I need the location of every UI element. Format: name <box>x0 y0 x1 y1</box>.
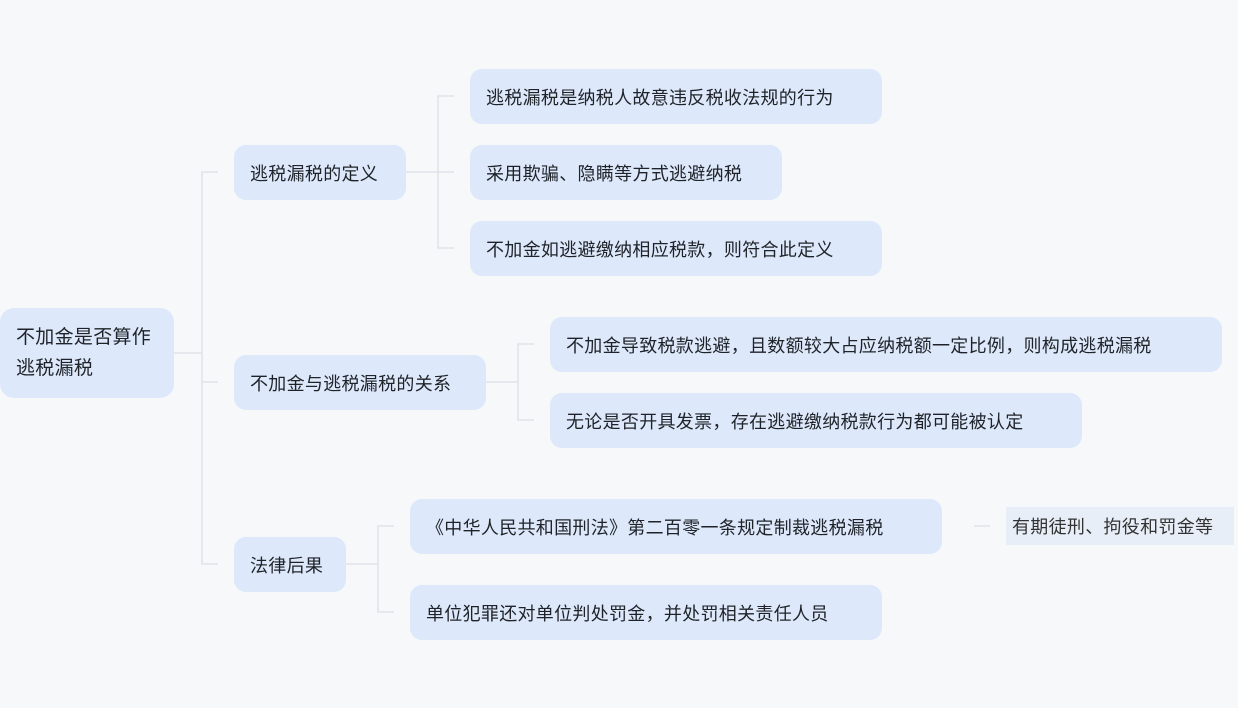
branch-label: 不加金与逃税漏税的关系 <box>250 373 452 395</box>
leaf-node-legal-1[interactable]: 《中华人民共和国刑法》第二百零一条规定制裁逃税漏税 <box>410 499 942 554</box>
leaf-label: 无论是否开具发票，存在逃避缴纳税款行为都可能被认定 <box>566 411 1024 433</box>
subleaf-node-penalties[interactable]: 有期徒刑、拘役和罚金等 <box>1006 507 1234 545</box>
connector-branch-1-trunk <box>437 95 454 249</box>
branch-node-relationship[interactable]: 不加金与逃税漏税的关系 <box>234 355 486 410</box>
leaf-label: 《中华人民共和国刑法》第二百零一条规定制裁逃税漏税 <box>426 517 884 539</box>
connector-branch-2-trunk <box>517 343 534 421</box>
branch-label: 逃税漏税的定义 <box>250 163 379 185</box>
root-topic-node[interactable]: 不加金是否算作逃税漏税 <box>0 308 174 398</box>
leaf-label: 单位犯罪还对单位判处罚金，并处罚相关责任人员 <box>426 603 829 625</box>
branch-label: 法律后果 <box>250 555 324 577</box>
branch-node-legal-consequences[interactable]: 法律后果 <box>234 537 346 592</box>
leaf-node-legal-2[interactable]: 单位犯罪还对单位判处罚金，并处罚相关责任人员 <box>410 585 882 640</box>
leaf-node-relationship-2[interactable]: 无论是否开具发票，存在逃避缴纳税款行为都可能被认定 <box>550 393 1082 448</box>
leaf-node-definition-1[interactable]: 逃税漏税是纳税人故意违反税收法规的行为 <box>470 69 882 124</box>
connector-branch-3-trunk <box>377 525 394 613</box>
leaf-node-definition-3[interactable]: 不加金如逃避缴纳相应税款，则符合此定义 <box>470 221 882 276</box>
connector-root-trunk <box>201 171 218 565</box>
leaf-label: 采用欺骗、隐瞒等方式逃避纳税 <box>486 163 743 185</box>
leaf-label: 不加金导致税款逃避，且数额较大占应纳税额一定比例，则构成逃税漏税 <box>566 335 1152 357</box>
leaf-label: 不加金如逃避缴纳相应税款，则符合此定义 <box>486 239 834 261</box>
branch-node-definition[interactable]: 逃税漏税的定义 <box>234 145 406 200</box>
subleaf-label: 有期徒刑、拘役和罚金等 <box>1012 517 1214 538</box>
root-topic-label: 不加金是否算作逃税漏税 <box>16 326 152 379</box>
leaf-label: 逃税漏税是纳税人故意违反税收法规的行为 <box>486 87 834 109</box>
leaf-node-relationship-1[interactable]: 不加金导致税款逃避，且数额较大占应纳税额一定比例，则构成逃税漏税 <box>550 317 1222 372</box>
leaf-node-definition-2[interactable]: 采用欺骗、隐瞒等方式逃避纳税 <box>470 145 782 200</box>
